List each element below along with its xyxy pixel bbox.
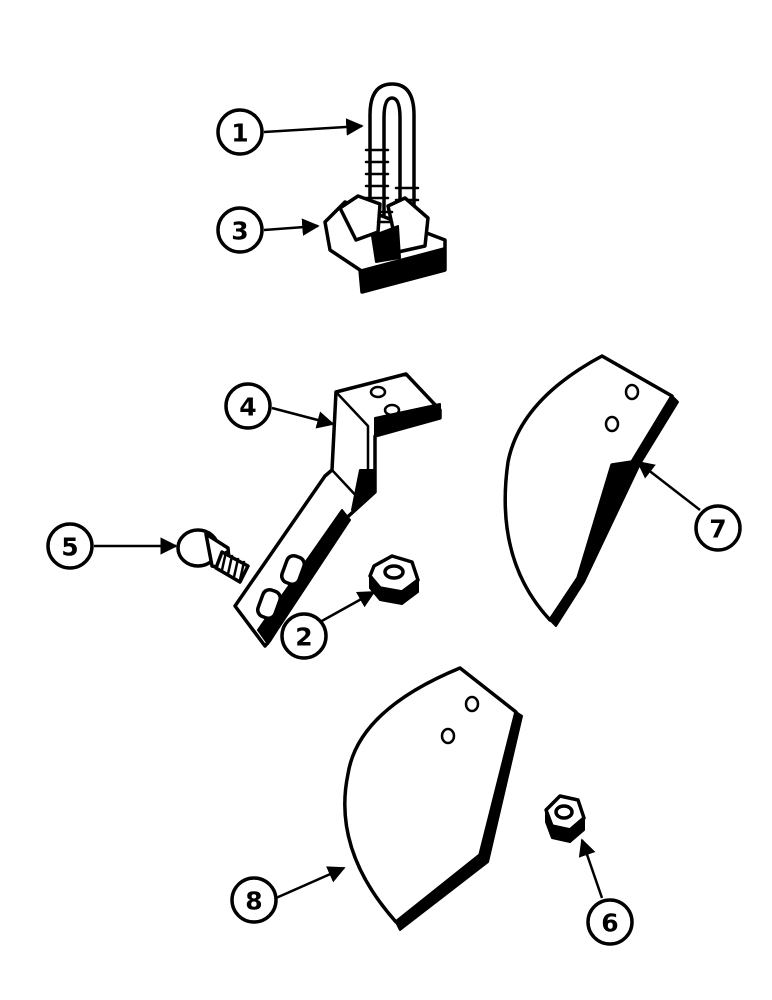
callout-4-label: 4 (239, 393, 256, 422)
callout-7-label: 7 (709, 515, 726, 544)
callout-6: 6 (586, 898, 634, 946)
blade-part-8 (343, 666, 523, 931)
callout-2: 2 (280, 612, 328, 660)
blade-part-7 (503, 354, 679, 627)
bracket-part (233, 372, 442, 648)
callout-7: 7 (694, 504, 742, 552)
callout-4: 4 (224, 382, 272, 430)
callout-3-label: 3 (231, 217, 248, 246)
callout-5-label: 5 (61, 533, 78, 562)
callout-8: 8 (230, 876, 278, 924)
callout-8-label: 8 (245, 887, 262, 916)
bolt-part (176, 528, 250, 584)
callout-3: 3 (216, 206, 264, 254)
leader-lines (94, 118, 701, 900)
clamp-block-part (323, 194, 447, 294)
callout-5: 5 (46, 522, 94, 570)
callout-1-label: 1 (231, 119, 248, 148)
hex-nut-part-2 (368, 554, 420, 605)
callout-1: 1 (216, 108, 264, 156)
callout-2-label: 2 (295, 623, 312, 652)
callout-6-label: 6 (601, 909, 618, 938)
hex-nut-part-6 (544, 794, 586, 843)
